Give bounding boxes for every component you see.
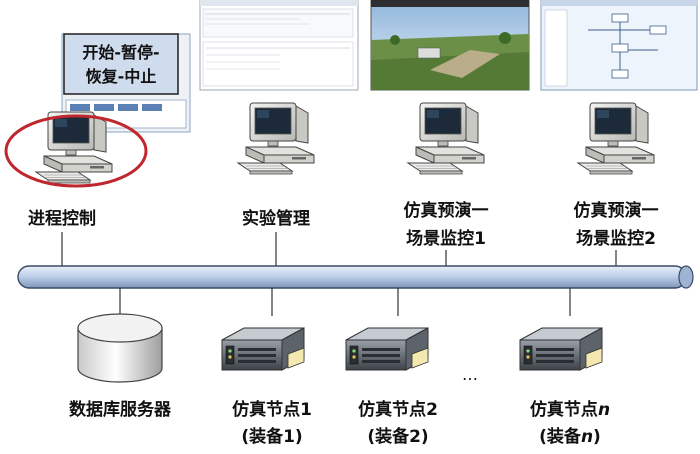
server-node-1 <box>221 327 305 371</box>
label-process-control: 进程控制 <box>28 208 96 229</box>
label-sim-node-2: 仿真节点2 <box>358 399 438 420</box>
server-node-2 <box>345 327 429 371</box>
label-sim-node-1: 仿真节点1 <box>232 399 312 420</box>
label-equipment-1: (装备1) <box>241 426 302 447</box>
label-sim-node-n-text: 仿真节点 <box>530 399 598 420</box>
pc-experiment-management <box>237 102 315 175</box>
callout-line1: 开始-暂停- <box>82 43 159 62</box>
label-scene-monitor-2-line1: 仿真预演一 <box>574 200 659 221</box>
label-scene-monitor-1-line1: 仿真预演一 <box>404 200 489 221</box>
server-node-n <box>519 327 603 371</box>
screenshot-scene-monitor-3d <box>370 0 530 91</box>
label-scene-monitor-2-line2: 场景监控2 <box>576 228 656 249</box>
label-sim-node-n: 仿真节点n <box>530 399 610 420</box>
label-equipment-n-text: (装备 <box>539 426 582 447</box>
label-database-server: 数据库服务器 <box>69 399 172 420</box>
label-scene-monitor-1-line2: 场景监控1 <box>406 228 486 249</box>
label-sim-node-n-italic: n <box>598 400 610 420</box>
pc-scene-monitor-2 <box>577 102 655 175</box>
network-bus <box>17 265 694 289</box>
label-experiment-management: 实验管理 <box>242 208 310 229</box>
screenshot-experiment-management <box>199 0 359 91</box>
callout-line2: 恢复-中止 <box>86 67 157 86</box>
label-equipment-n: (装备n) <box>539 426 601 447</box>
bottom-connectors <box>119 288 571 316</box>
label-equipment-2: (装备2) <box>367 426 428 447</box>
label-equipment-n-italic: n <box>581 427 593 447</box>
top-connectors <box>61 232 617 266</box>
ellipsis-marker: … <box>462 365 478 384</box>
database-server-icon <box>77 313 163 383</box>
pc-scene-monitor-1 <box>407 102 485 175</box>
pc-process-control <box>35 111 113 184</box>
screenshot-scene-monitor-topology <box>540 0 698 91</box>
label-equipment-n-tail: ) <box>593 427 601 447</box>
highlight-ring <box>4 114 148 188</box>
